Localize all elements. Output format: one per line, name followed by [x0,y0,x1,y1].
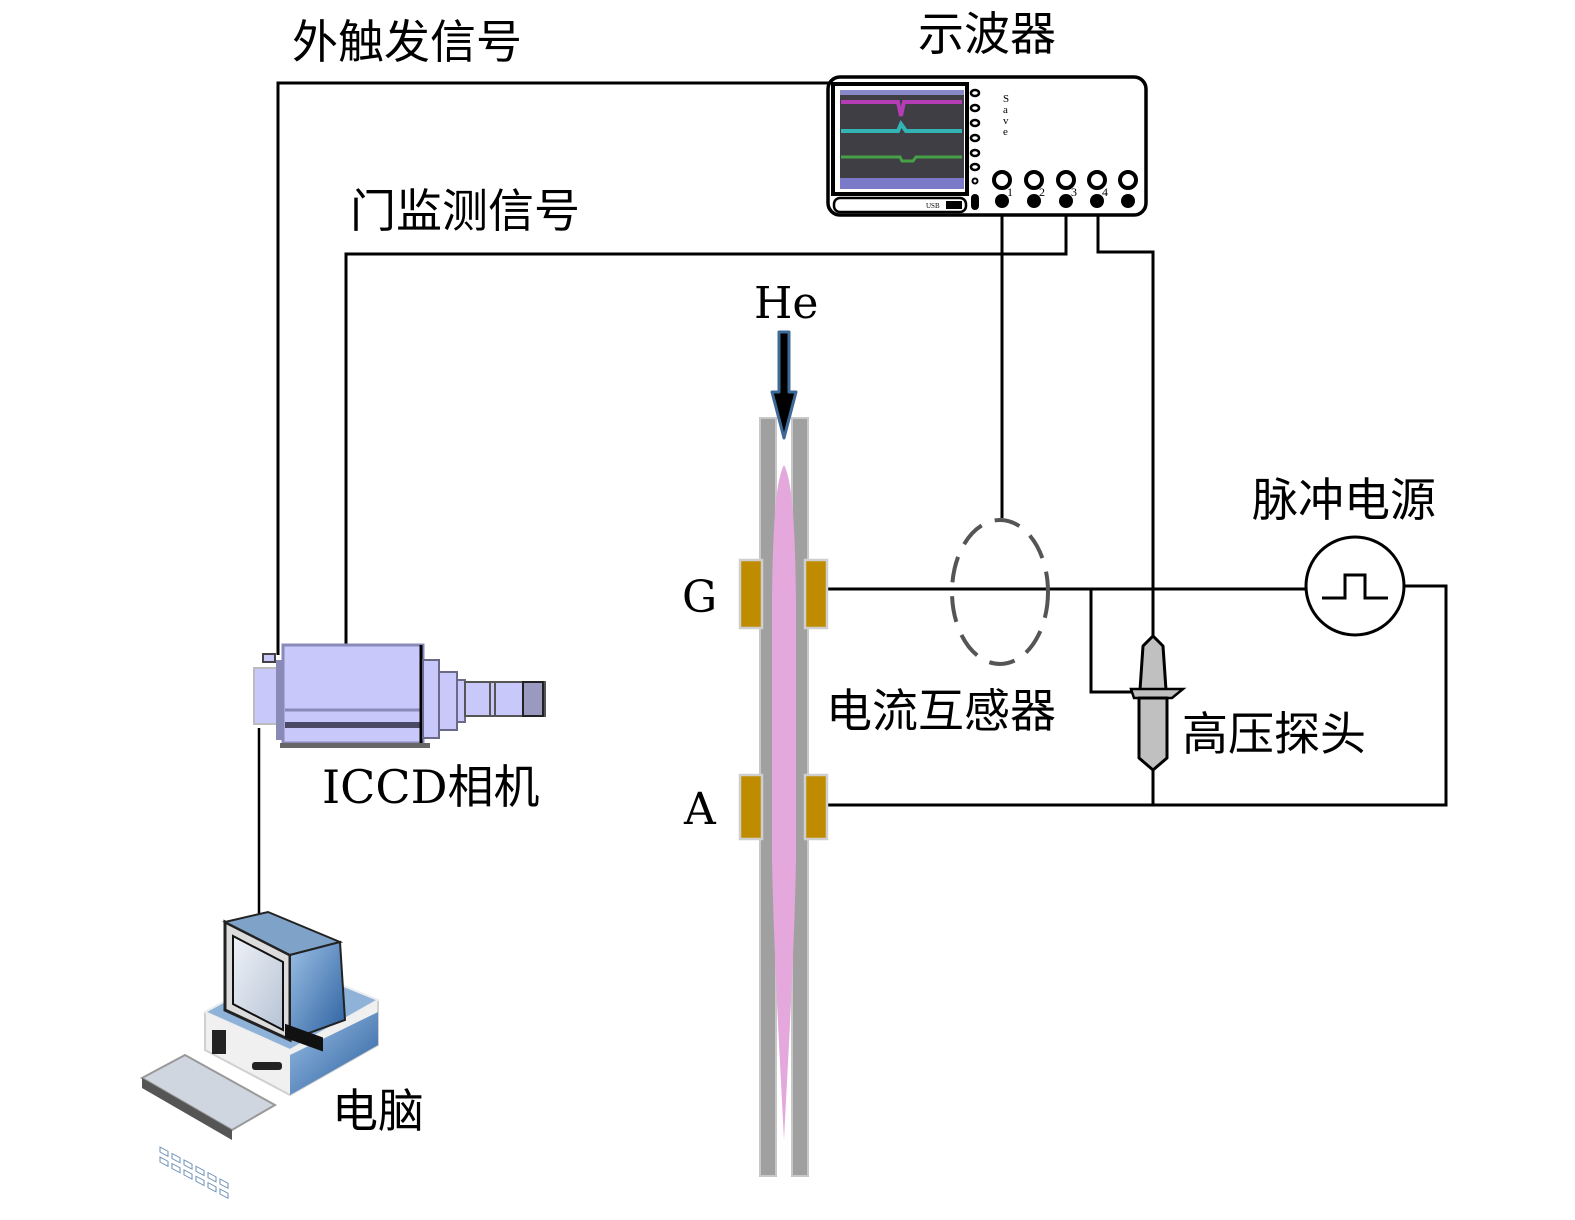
menu-button[interactable] [969,133,981,143]
ch4-wire [1096,200,1155,640]
electrode-g-label: G [682,572,717,623]
save-letter: S [1003,93,1009,105]
channel-2-jack[interactable] [1027,194,1041,208]
gas-label: He [754,278,818,329]
channel-4-jack[interactable] [1090,194,1104,208]
current-transformer-label: 电流互感器 [826,684,1056,738]
iccd-camera-label: ICCD相机 [322,760,539,814]
pulse-supply-label: 脉冲电源 [1252,473,1436,527]
save-letter: e [1003,126,1008,138]
external-trigger-label: 外触发信号 [292,15,522,69]
channel-2-label: 2 [1039,185,1045,199]
channel-1-label: 1 [1007,185,1013,199]
trace-cyan [841,119,962,133]
channel-3-label: 3 [1071,185,1077,199]
trace-green [841,155,962,163]
iccd-camera-icon [253,643,546,748]
channel-1-jack[interactable] [995,194,1009,208]
screen-top-bar [840,90,964,95]
menu-button[interactable] [969,88,981,98]
pulse-supply [1304,535,1406,637]
plasma-column [772,465,796,1140]
external-trigger-wire [276,81,830,655]
probe-ground-wire [1089,589,1138,694]
channel-4-label: 4 [1102,185,1108,199]
trace-magenta [841,100,962,117]
menu-button[interactable] [969,148,981,158]
ext-connector[interactable] [1118,170,1138,190]
hv-probe-label: 高压探头 [1182,707,1366,761]
electrode-a-label: A [683,784,717,835]
plasma-jet-tube [738,330,829,1177]
screen-bottom-bar [840,178,964,189]
wires [257,81,1448,915]
menu-buttons [969,88,981,210]
computer-label: 电脑 [332,1084,424,1138]
gas-flow-arrow-icon [770,330,798,440]
menu-button[interactable] [969,118,981,128]
menu-button[interactable] [971,177,979,185]
save-letter: v [1003,115,1009,127]
menu-button[interactable] [969,162,981,172]
channel-2-connector[interactable] [1024,170,1044,190]
oscilloscope-label: 示波器 [918,7,1056,61]
gate-monitor-label: 门监测信号 [350,184,580,238]
ext-jack[interactable] [1121,194,1135,208]
usb-label: USB [926,202,940,210]
gate-monitor-wire [344,200,1068,646]
usb-panel [832,196,968,214]
a-electrode-wire [828,584,1448,807]
electrode-g-right [803,558,829,630]
oscilloscope: USB S a v e [826,75,1148,217]
electrode-a-left [738,773,764,841]
electrode-a-right [803,773,829,841]
pulse-waveform-icon [1322,573,1388,600]
electrode-g-left [738,558,764,630]
save-text: S a v e [1003,93,1009,138]
save-letter: a [1003,104,1008,116]
usb-port [946,201,962,209]
current-transformer-icon [950,518,1050,666]
computer-icon [139,910,381,1199]
channel-connectors: 1 2 3 4 [992,170,1138,208]
hv-probe-icon [1129,634,1187,772]
menu-button[interactable] [969,103,981,113]
pulse-supply-circle [1304,535,1406,637]
labels: 外触发信号 门监测信号 示波器 He G A 电流互感器 高压探头 脉冲电源 I… [292,7,1436,1138]
channel-1-connector[interactable] [992,170,1012,190]
channel-3-connector[interactable] [1056,170,1076,190]
power-button[interactable] [971,194,979,210]
channel-4-connector[interactable] [1087,170,1107,190]
channel-3-jack[interactable] [1059,194,1073,208]
